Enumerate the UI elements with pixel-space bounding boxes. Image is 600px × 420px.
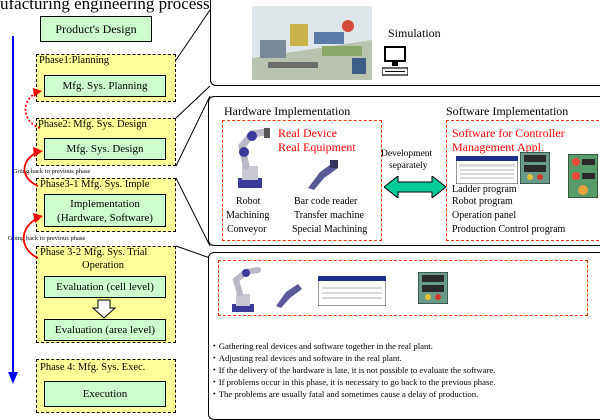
real-device-label: Real Device [278, 126, 337, 140]
software-window-image [456, 156, 518, 184]
phase31-box: Implementation (Hardware, Software) [44, 194, 166, 227]
sw-item-operation-panel: Operation panel [452, 210, 517, 221]
development-double-arrow [384, 176, 446, 198]
phase4-box-label: Execution [82, 388, 128, 400]
software-for-controller-label: Software for Controller [452, 126, 565, 140]
real-equipment-label: Real Equipment [278, 140, 356, 154]
phase31-box-line1: Implementation [70, 198, 140, 210]
phase4-box: Execution [44, 381, 166, 407]
eval-area-box: Evaluation (area level) [44, 319, 166, 341]
trial-bullet-3: ・If the delivery of the hardware is late… [210, 365, 496, 375]
trial-operation-panel-image [418, 272, 448, 304]
eval-cell-label: Evaluation (cell level) [56, 281, 154, 293]
trial-bullet-3-text: If the delivery of the hardware is late,… [218, 365, 496, 375]
trial-bullet-4: ・If problems occur in this phase, it is … [210, 377, 496, 387]
sw-item-robot: Robot program [452, 196, 513, 207]
trial-bullet-5-text: The problems are usually fatal and somet… [218, 389, 479, 399]
trial-bullet-4-text: If problems occur in this phase, it is n… [218, 377, 496, 387]
eval-cell-box: Evaluation (cell level) [44, 276, 166, 298]
going-back-label-1: Going back to previous phase [13, 168, 91, 175]
phase32-title-line2: Operation [82, 260, 124, 271]
software-dashed-box [446, 120, 600, 241]
trial-bullet-1: ・Gathering real devices and software tog… [210, 341, 433, 351]
operation-panel-image [520, 152, 550, 184]
hardware-title: Hardware Implementation [224, 104, 351, 118]
timeline-arrow [8, 36, 18, 384]
phase2-title: Phase2: Mfg. Sys. Design [38, 119, 147, 130]
back-arrows [22, 9, 211, 259]
hw-item-transfer: Transfer machine [294, 210, 364, 221]
eval-area-label: Evaluation (area level) [54, 324, 156, 336]
management-appl-label: Management Appl. [452, 140, 544, 154]
trial-software-image [318, 276, 386, 306]
trial-robot-image [232, 267, 261, 312]
phase2-box: Mfg. Sys. Design [44, 138, 166, 160]
sw-item-production-control: Production Control program [452, 224, 566, 235]
development-label: Development [381, 149, 433, 159]
computer-icon [382, 46, 408, 76]
trial-barcode-image [276, 284, 302, 308]
trial-bullet-1-text: Gathering real devices and software toge… [218, 341, 433, 351]
hw-item-special: Special Machining [292, 224, 368, 235]
hw-item-robot: Robot [236, 196, 261, 207]
simulation-image [252, 6, 372, 80]
phase1-title: Phase1:Planning [39, 55, 109, 66]
going-back-label-2: Going back to previous phase [8, 235, 86, 242]
control-panel-image [568, 154, 598, 198]
phase32-title-line1: Phase 3-2 Mfg. Sys. Trial [40, 247, 148, 258]
phase1-box-label: Mfg. Sys. Planning [62, 80, 148, 92]
trial-dashed-box [218, 260, 588, 316]
sw-item-ladder: Ladder program [452, 184, 517, 195]
trial-bullet-2-text: Adjusting real devices and software in t… [218, 353, 402, 363]
hw-item-conveyor: Conveyor [227, 224, 267, 235]
software-title: Software Implementation [446, 104, 569, 118]
hardware-dashed-box [222, 120, 382, 241]
phase31-title: Phase3-1 Mfg. Sys. Imple [40, 179, 150, 190]
product-design-label: Product's Design [55, 22, 137, 36]
phase2-box-label: Mfg. Sys. Design [66, 143, 144, 155]
barcode-reader-image [308, 160, 338, 190]
separately-label: separately [389, 161, 428, 171]
trial-bullet-2: ・Adjusting real devices and software in … [210, 353, 402, 363]
simulation-label: Simulation [388, 26, 441, 40]
product-design-box: Product's Design [40, 16, 152, 42]
phase1-box: Mfg. Sys. Planning [44, 75, 166, 97]
phase31-box-line2: (Hardware, Software) [57, 211, 153, 224]
trial-panel [208, 252, 600, 420]
robot-arm-image [238, 128, 270, 188]
eval-down-arrow [92, 299, 116, 319]
trial-bullet-5: ・The problems are usually fatal and some… [210, 389, 479, 399]
phase4-title: Phase 4: Mfg. Sys. Exec. [40, 362, 146, 373]
header-text: ufacturing engineering processes. [0, 0, 228, 13]
hw-item-barcode: Bar code reader [294, 196, 358, 207]
hw-item-machining: Machining [226, 210, 270, 221]
